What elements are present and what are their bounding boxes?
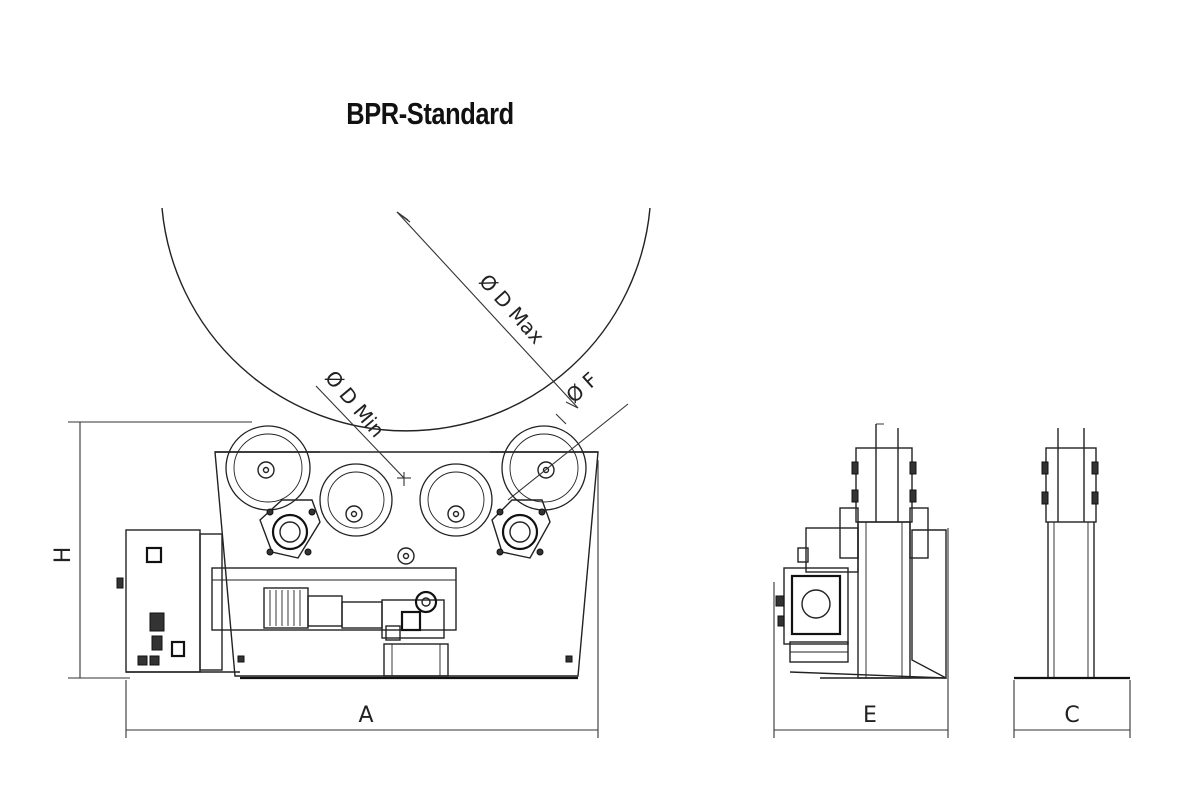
- support-post: [383, 643, 449, 677]
- diagram-title: BPR-Standard: [346, 96, 514, 131]
- label-a: A: [358, 703, 373, 728]
- workpiece-circle: [161, 207, 651, 432]
- wheel-hubs: [257, 461, 555, 565]
- label-c: C: [1064, 703, 1079, 728]
- dimension-h: H: [51, 421, 252, 679]
- main-frame: [214, 451, 599, 677]
- control-box: [116, 529, 223, 673]
- label-d-min: Ø D Min: [320, 366, 389, 442]
- motor: [263, 587, 383, 629]
- dimension-d-max: Ø D Max: [396, 211, 579, 409]
- front-view: Ø D Max Ø D Min Ø F H: [51, 207, 651, 738]
- label-h: H: [51, 547, 76, 564]
- gearbox: [381, 590, 445, 641]
- label-e: E: [863, 703, 877, 728]
- bearing-housing-right: [491, 499, 551, 559]
- label-f: Ø F: [561, 367, 602, 407]
- end-view: C: [1013, 428, 1131, 738]
- roller-wheels: [225, 425, 587, 537]
- dimension-a: A: [125, 460, 599, 738]
- bearing-housing-left: [259, 499, 321, 559]
- drive-beam: [211, 567, 457, 631]
- side-view: E: [773, 423, 949, 738]
